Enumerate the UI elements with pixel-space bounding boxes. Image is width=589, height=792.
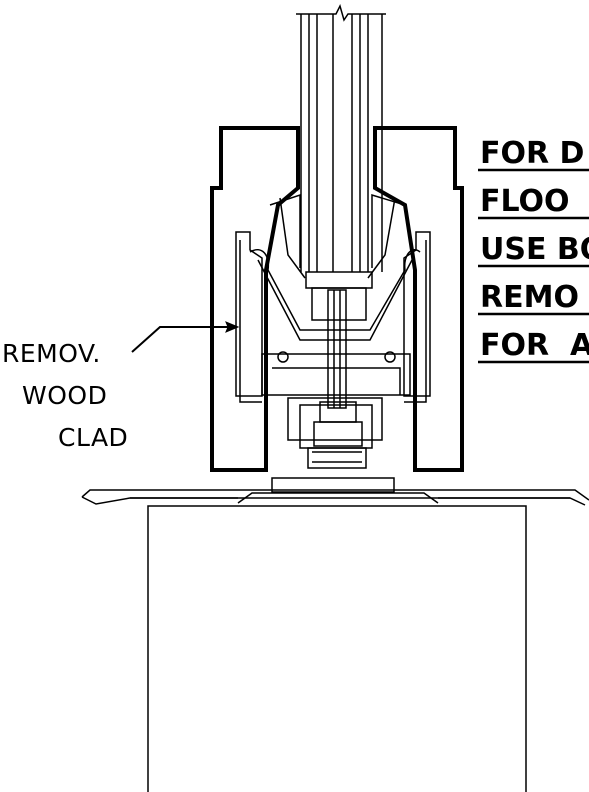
callout-line-3: CLAD (58, 423, 128, 452)
aluminum-profile (235, 193, 431, 403)
note-block: FOR D FLOO USE BO REMO FOR A (478, 136, 589, 364)
callout-line-2: WOOD (22, 381, 107, 410)
callout-arrowhead (225, 321, 240, 333)
callout-line-1: REMOV. (2, 339, 101, 368)
wood-clad-frame (210, 126, 464, 472)
note-line-1: FOR D (480, 136, 584, 171)
note-line-2: FLOO (480, 184, 570, 219)
sill-threshold (81, 477, 589, 506)
center-hardware (287, 271, 383, 469)
glass-panel (296, 3, 386, 272)
callout-leader (131, 326, 236, 353)
note-line-5: FOR A (480, 328, 589, 363)
note-line-3: USE BO (480, 232, 589, 267)
base-block (147, 505, 527, 792)
note-line-4: REMO (480, 280, 579, 315)
